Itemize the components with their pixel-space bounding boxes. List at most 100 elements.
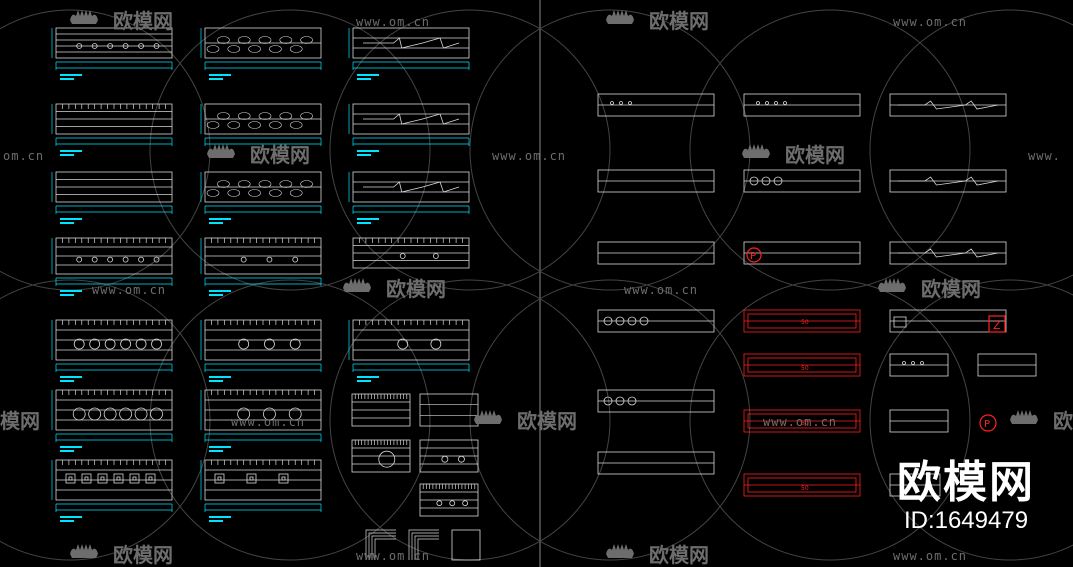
circle — [911, 361, 915, 365]
watermark-brand: 欧模网 — [785, 143, 845, 167]
stone — [237, 112, 251, 120]
circle — [639, 316, 649, 326]
stone — [206, 121, 220, 129]
circle — [91, 43, 98, 49]
stone — [269, 45, 282, 53]
circle — [603, 396, 613, 406]
circle — [107, 256, 114, 263]
stone — [300, 180, 313, 188]
stone — [279, 180, 293, 188]
circle — [120, 338, 131, 350]
circle — [91, 256, 98, 263]
outline — [84, 476, 89, 481]
watermark-brand: 欧模网 — [649, 9, 709, 33]
watermark-brand: 欧模网 — [250, 143, 310, 167]
dimension-tag — [60, 74, 82, 76]
circle — [88, 407, 102, 421]
watermark-url-partial: www. — [1028, 149, 1061, 163]
circle — [151, 338, 162, 350]
watermark-brand: 欧模网 — [113, 9, 173, 33]
brand-logo: 欧模网 — [897, 457, 1035, 508]
dimension-tag — [60, 78, 74, 80]
corner-trim — [365, 529, 396, 560]
drawing-content — [51, 27, 1037, 561]
stone — [248, 45, 261, 53]
watermark-circle — [469, 279, 751, 561]
zigzag — [898, 100, 999, 110]
outline — [65, 473, 76, 484]
dimension-tag — [60, 450, 74, 452]
outline — [747, 413, 857, 429]
watermark-circle — [689, 9, 971, 291]
watermark-url: www.om.cn — [356, 549, 430, 563]
outline — [129, 473, 140, 484]
parking-icon — [746, 247, 762, 263]
watermark-brand: 欧模网 — [921, 277, 981, 301]
dimension-tag — [209, 376, 231, 378]
circle — [263, 407, 276, 421]
outline — [893, 316, 907, 328]
dimension-tag — [209, 516, 231, 518]
stone — [269, 121, 282, 129]
stone — [206, 45, 220, 53]
stone — [227, 121, 241, 129]
dimension-tag — [60, 154, 74, 156]
corner-trim — [368, 532, 396, 560]
circle — [920, 361, 924, 365]
watermark-circle — [689, 279, 971, 561]
strip-label: 50 — [801, 420, 809, 427]
circle — [138, 43, 144, 49]
dimension-tag — [60, 376, 82, 378]
outline — [97, 473, 108, 484]
circle — [264, 338, 275, 350]
outline — [747, 477, 857, 493]
circle — [627, 396, 637, 406]
outline — [145, 473, 156, 484]
circle — [399, 253, 406, 259]
outline — [217, 476, 222, 481]
outline — [352, 103, 470, 135]
stone — [258, 180, 272, 188]
circle — [134, 407, 148, 421]
zigzag — [898, 248, 999, 258]
circle — [619, 101, 623, 105]
lightning-icon — [988, 315, 1006, 333]
stone — [248, 189, 261, 197]
dimension-tag — [209, 520, 223, 522]
circle — [449, 500, 456, 507]
outline — [352, 171, 470, 203]
stone — [248, 121, 261, 129]
dimension-tag — [209, 380, 223, 382]
watermark-brand: 欧模网 — [649, 543, 709, 567]
stone — [206, 189, 220, 197]
outline — [148, 476, 153, 481]
circle — [240, 256, 247, 263]
corner-trim — [374, 538, 396, 560]
watermark-url: www.om.cn — [492, 149, 566, 163]
dimension-tag — [209, 78, 223, 80]
circle — [292, 256, 299, 263]
outline — [747, 313, 857, 329]
outline — [278, 473, 289, 484]
outline — [281, 476, 286, 481]
watermark-brand: 欧模网 — [386, 277, 446, 301]
watermark-brand: 欧模网 — [113, 543, 173, 567]
dimension-tag — [357, 380, 371, 382]
circle — [73, 338, 85, 350]
circle — [266, 256, 273, 263]
outline — [352, 27, 470, 59]
brand-badge: 欧模网 ID:1649479 — [897, 459, 1035, 535]
watermark-circle — [149, 9, 431, 291]
stone — [289, 189, 303, 197]
stone — [237, 36, 251, 44]
watermark-url: www.om.cn — [893, 15, 967, 29]
dimension-tag — [60, 222, 74, 224]
dimension-tag — [60, 380, 74, 382]
corner-trim — [417, 538, 439, 560]
circle — [441, 455, 449, 463]
circle — [289, 338, 301, 350]
corner-trim — [414, 535, 439, 560]
dimension-tag — [60, 218, 82, 220]
watermark-url: www.om.cn — [763, 415, 837, 429]
